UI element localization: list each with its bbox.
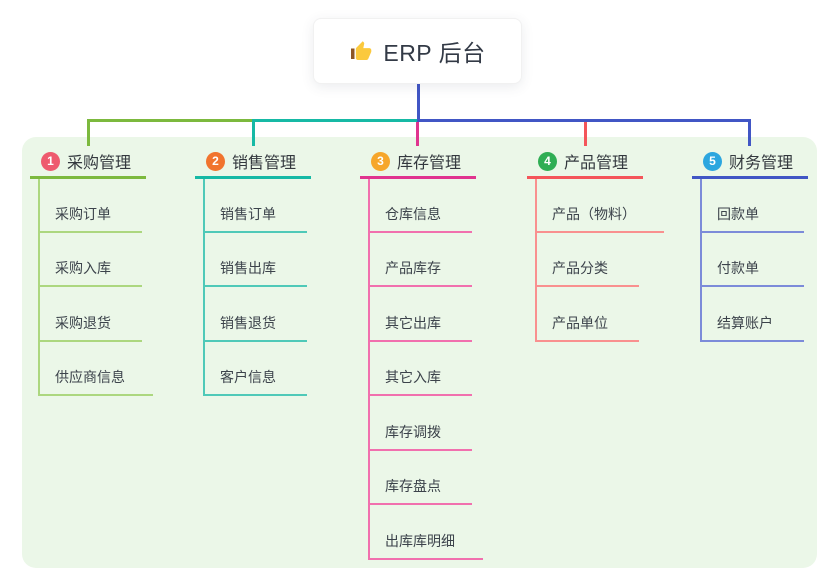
branch-node-product[interactable]: 4 产品管理: [527, 146, 643, 179]
branch-node-inventory[interactable]: 3 库存管理: [360, 146, 476, 179]
branch-node-sales[interactable]: 2 销售管理: [195, 146, 311, 179]
tree-node-label: 产品（物料）: [552, 206, 636, 222]
branch-finance: 5 财务管理 回款单 付款单 结算账户: [692, 146, 808, 342]
branch-number-badge: 2: [206, 151, 225, 171]
mindmap-panel: [22, 137, 817, 568]
branch-inventory: 3 库存管理 仓库信息 产品库存 其它出库 其它入库 库存调拨 库存盘点 出库库…: [360, 146, 483, 560]
branch-label: 采购管理: [67, 155, 132, 172]
branch-number-badge: 3: [371, 151, 390, 171]
branch-trunk-line: [38, 179, 40, 395]
branch-number-badge: 5: [703, 151, 722, 171]
tree-node-label: 产品分类: [552, 260, 608, 276]
tree-node-label: 其它入库: [385, 369, 441, 385]
tree-node-label: 仓库信息: [385, 206, 441, 222]
branch-trunk-line: [700, 179, 702, 342]
connector-drop-product: [584, 122, 587, 146]
branch-node-finance[interactable]: 5 财务管理: [692, 146, 808, 179]
tree-node[interactable]: 回款单: [700, 199, 804, 233]
branch-number-badge: 4: [538, 151, 557, 171]
tree-node[interactable]: 库存盘点: [368, 471, 472, 505]
root-node[interactable]: ERP 后台: [313, 18, 522, 84]
branch-label: 产品管理: [564, 155, 629, 172]
connector-bus-teal: [252, 119, 418, 122]
tree-node-label: 其它出库: [385, 315, 441, 331]
branch-trunk-line: [368, 179, 370, 560]
tree-node-label: 产品单位: [552, 315, 608, 331]
branch-node-purchase[interactable]: 1 采购管理: [30, 146, 146, 179]
tree-node[interactable]: 仓库信息: [368, 199, 472, 233]
connector-root-line: [417, 84, 420, 122]
branch-trunk-line: [203, 179, 205, 395]
tree-node-label: 回款单: [717, 206, 759, 222]
tree-node[interactable]: 其它出库: [368, 308, 472, 342]
thumbs-up-icon: [349, 39, 373, 63]
tree-node-label: 采购退货: [55, 315, 111, 331]
tree-node[interactable]: 结算账户: [700, 308, 804, 342]
tree-node[interactable]: 采购退货: [38, 308, 142, 342]
tree-node[interactable]: 产品单位: [535, 308, 639, 342]
tree-node[interactable]: 供应商信息: [38, 362, 153, 396]
connector-drop-inventory: [416, 122, 419, 146]
branch-sales: 2 销售管理 销售订单 销售出库 销售退货 客户信息: [195, 146, 311, 396]
tree-node-label: 采购入库: [55, 260, 111, 276]
tree-node[interactable]: 产品（物料）: [535, 199, 664, 233]
tree-node[interactable]: 客户信息: [203, 362, 307, 396]
tree-node[interactable]: 销售退货: [203, 308, 307, 342]
tree-node[interactable]: 采购入库: [38, 253, 142, 287]
root-title: ERP 后台: [383, 40, 486, 66]
tree-node-label: 库存调拨: [385, 424, 441, 440]
tree-node[interactable]: 出库库明细: [368, 526, 483, 560]
branch-number-badge: 1: [41, 151, 60, 171]
branch-label: 销售管理: [232, 155, 297, 172]
tree-node[interactable]: 付款单: [700, 253, 804, 287]
connector-drop-sales: [252, 119, 255, 146]
tree-node-label: 产品库存: [385, 260, 441, 276]
tree-node[interactable]: 销售订单: [203, 199, 307, 233]
tree-node-label: 销售订单: [220, 206, 276, 222]
tree-node[interactable]: 其它入库: [368, 362, 472, 396]
tree-node-label: 出库库明细: [385, 533, 455, 549]
connector-bus-blue: [417, 119, 751, 122]
tree-node-label: 结算账户: [717, 315, 773, 331]
tree-node[interactable]: 产品分类: [535, 253, 639, 287]
tree-node-label: 销售退货: [220, 315, 276, 331]
connector-drop-finance: [748, 119, 751, 146]
tree-node-label: 付款单: [717, 260, 759, 276]
branch-label: 库存管理: [397, 155, 462, 172]
connector-bus-green: [87, 119, 253, 122]
branch-trunk-line: [535, 179, 537, 342]
tree-node-label: 采购订单: [55, 206, 111, 222]
branch-product: 4 产品管理 产品（物料） 产品分类 产品单位: [527, 146, 664, 342]
tree-node-label: 供应商信息: [55, 369, 125, 385]
tree-node-label: 客户信息: [220, 369, 276, 385]
connector-drop-purchase: [87, 119, 90, 146]
branch-purchase: 1 采购管理 采购订单 采购入库 采购退货 供应商信息: [30, 146, 153, 396]
tree-node[interactable]: 产品库存: [368, 253, 472, 287]
branch-label: 财务管理: [729, 155, 794, 172]
tree-node[interactable]: 库存调拨: [368, 417, 472, 451]
tree-node-label: 销售出库: [220, 260, 276, 276]
tree-node-label: 库存盘点: [385, 478, 441, 494]
tree-node[interactable]: 采购订单: [38, 199, 142, 233]
tree-node[interactable]: 销售出库: [203, 253, 307, 287]
